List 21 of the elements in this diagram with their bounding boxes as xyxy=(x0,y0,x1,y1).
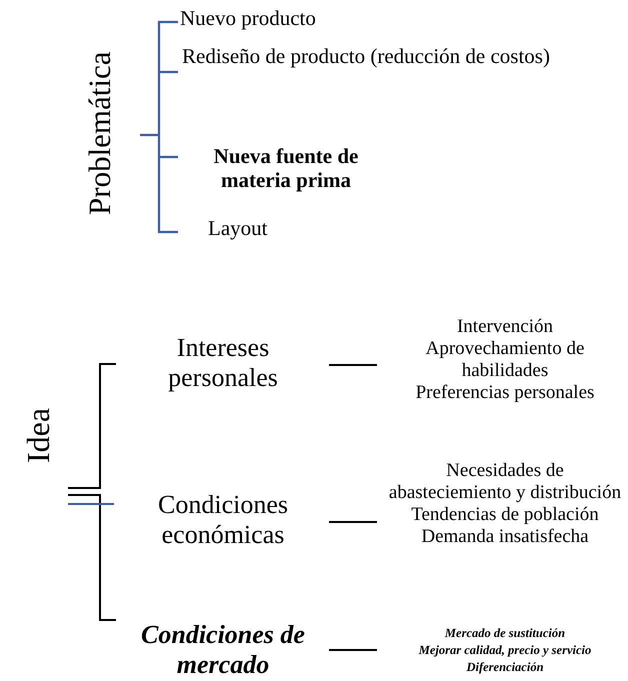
connector-line xyxy=(329,521,377,523)
connector-line xyxy=(329,649,377,651)
item-text: Demanda insatisfecha xyxy=(420,526,590,548)
item-text: Necesidades de abasteciemiento y distribución xyxy=(388,460,622,504)
item-text: Aprovechamiento de habilidades xyxy=(424,338,586,382)
item-text: Mercado de sustitución xyxy=(444,625,566,642)
item-label: Rediseño de producto (reducción de costos) xyxy=(182,44,582,104)
item-text: Mejorar calidad, precio y servicio xyxy=(418,642,592,659)
category-label: Condiciones de mercado xyxy=(125,620,321,680)
category-label: Intereses personales xyxy=(125,333,321,397)
item-text: Diferenciación xyxy=(465,658,545,676)
heading-label: Idea xyxy=(20,400,62,470)
item-label: Nueva fuente de materia prima xyxy=(186,144,386,204)
item-text: Intervención xyxy=(456,316,554,338)
item-text: Preferencias personales xyxy=(414,382,596,404)
category-label: Condiciones económicas xyxy=(125,490,321,554)
item-label: Nuevo producto xyxy=(180,6,330,36)
connector-line xyxy=(329,364,377,366)
item-label: Layout xyxy=(208,216,288,246)
heading-label: Problemática xyxy=(82,28,122,238)
item-text: Tendencias de población xyxy=(410,504,600,526)
